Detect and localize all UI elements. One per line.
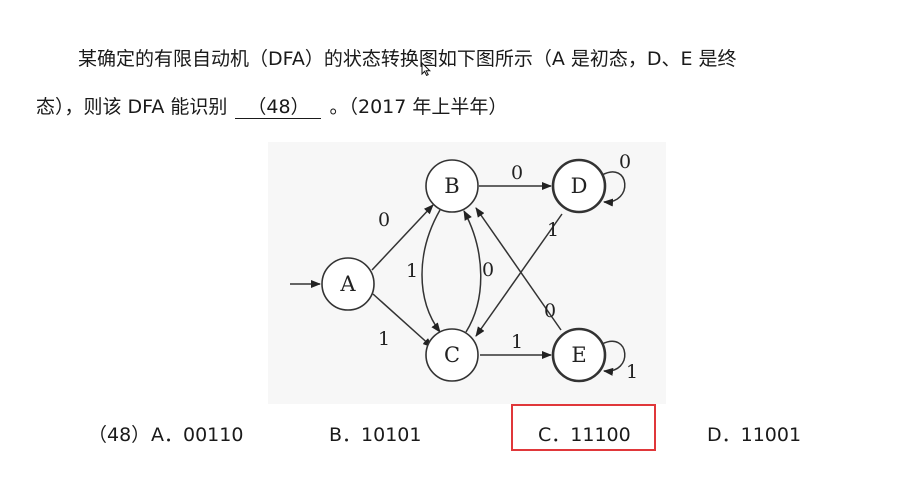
label-c-e: 1: [511, 331, 523, 353]
edge-e-e-loop: [601, 340, 626, 376]
label-e-loop: 1: [626, 361, 638, 383]
question-text-3: 。（2017 年上半年）: [329, 96, 508, 118]
mouse-cursor-icon: [421, 62, 431, 76]
state-e-label: E: [571, 343, 586, 367]
question-number: （48）: [88, 424, 151, 446]
edge-a-b: [371, 204, 434, 271]
label-d-loop: 0: [619, 151, 631, 173]
label-c-b: 0: [482, 259, 494, 281]
edge-d-d-loop: [601, 171, 626, 207]
label-a-b: 0: [378, 209, 390, 231]
edge-c-b: [463, 210, 482, 333]
option-b[interactable]: B．10101: [329, 424, 422, 446]
state-a-label: A: [339, 272, 356, 296]
label-e-b: 0: [544, 300, 556, 322]
state-d-final: D: [551, 158, 607, 214]
edge-a-c: [372, 293, 433, 348]
label-b-c: 1: [406, 260, 418, 282]
label-b-d: 0: [511, 162, 523, 184]
state-a: A: [321, 257, 375, 311]
dfa-state-diagram: 0 1 1 0 0 1 1 0 0 1 A B C D E: [268, 142, 666, 404]
label-d-c: 1: [547, 219, 559, 241]
state-c-label: C: [444, 343, 460, 367]
question-line-1: 某确定的有限自动机（DFA）的状态转换图如下图所示（A 是初态，D、E 是终: [78, 46, 737, 72]
edge-b-c: [421, 209, 441, 333]
state-c: C: [425, 328, 479, 382]
label-a-c: 1: [378, 328, 390, 350]
edge-d-c: [475, 213, 563, 337]
state-d-label: D: [571, 174, 588, 198]
option-c[interactable]: C．11100: [538, 424, 631, 446]
state-e-final: E: [551, 327, 607, 383]
answer-blank: （48）: [235, 96, 322, 119]
state-b: B: [425, 159, 479, 213]
state-b-label: B: [444, 174, 459, 198]
answer-options: （48） A．00110 B．10101 C．11100 D．11001: [0, 421, 917, 451]
option-d[interactable]: D．11001: [707, 424, 802, 446]
edge-e-b: [475, 207, 562, 331]
answer-highlight-box: [511, 404, 656, 451]
question-text-2: 态），则该 DFA 能识别: [36, 96, 228, 118]
question-text-1: 某确定的有限自动机（DFA）的状态转换图如下图所示（A 是初态，D、E 是终: [78, 48, 737, 70]
option-a[interactable]: A．00110: [151, 424, 244, 446]
question-line-2: 态），则该 DFA 能识别 （48） 。（2017 年上半年）: [36, 94, 507, 120]
